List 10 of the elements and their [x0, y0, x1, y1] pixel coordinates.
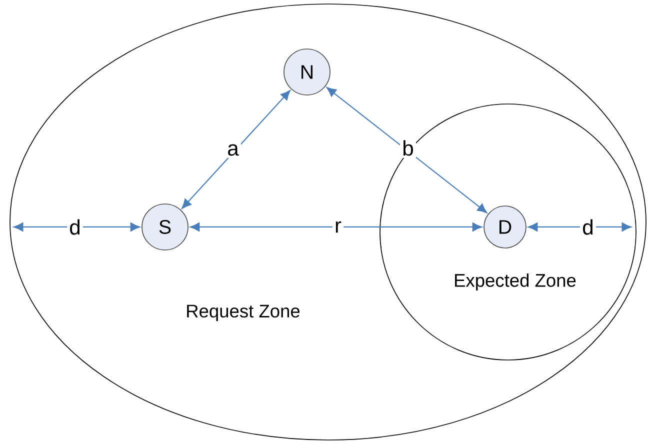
edge-label: d	[67, 217, 83, 237]
edge-label: a	[225, 142, 241, 158]
edge-label: b	[400, 138, 416, 158]
arrow	[182, 90, 290, 209]
edge-label: d	[580, 217, 596, 237]
edge-label: r	[332, 219, 344, 235]
arrow	[528, 222, 632, 232]
arrow	[326, 87, 488, 214]
arrow	[13, 222, 140, 232]
arrow	[190, 222, 482, 232]
